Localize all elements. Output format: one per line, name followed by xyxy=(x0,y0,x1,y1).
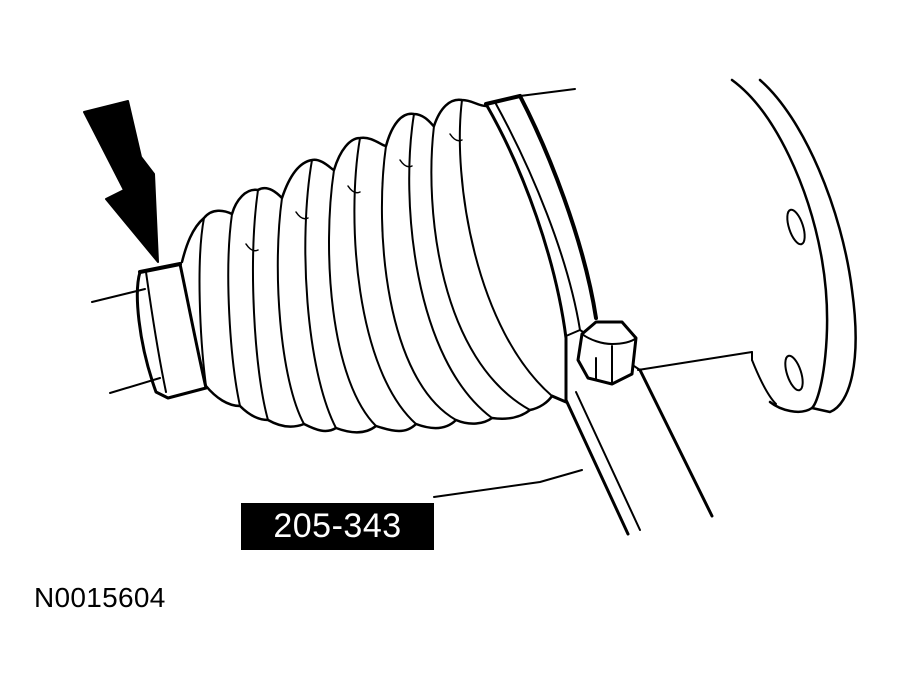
label-leader-line xyxy=(433,469,583,498)
boot-clamp xyxy=(135,262,208,400)
large-boot-clamp xyxy=(484,94,598,404)
indicator-arrow-icon xyxy=(83,100,159,263)
cv-boot xyxy=(180,98,554,434)
installer-tool-handle xyxy=(564,329,714,536)
cv-joint-housing xyxy=(519,88,753,371)
hex-bolt-icon xyxy=(576,320,638,386)
figure-id: N0015604 xyxy=(34,582,166,613)
hub-flange xyxy=(730,78,857,414)
special-tool-label: 205-343 xyxy=(241,503,434,550)
